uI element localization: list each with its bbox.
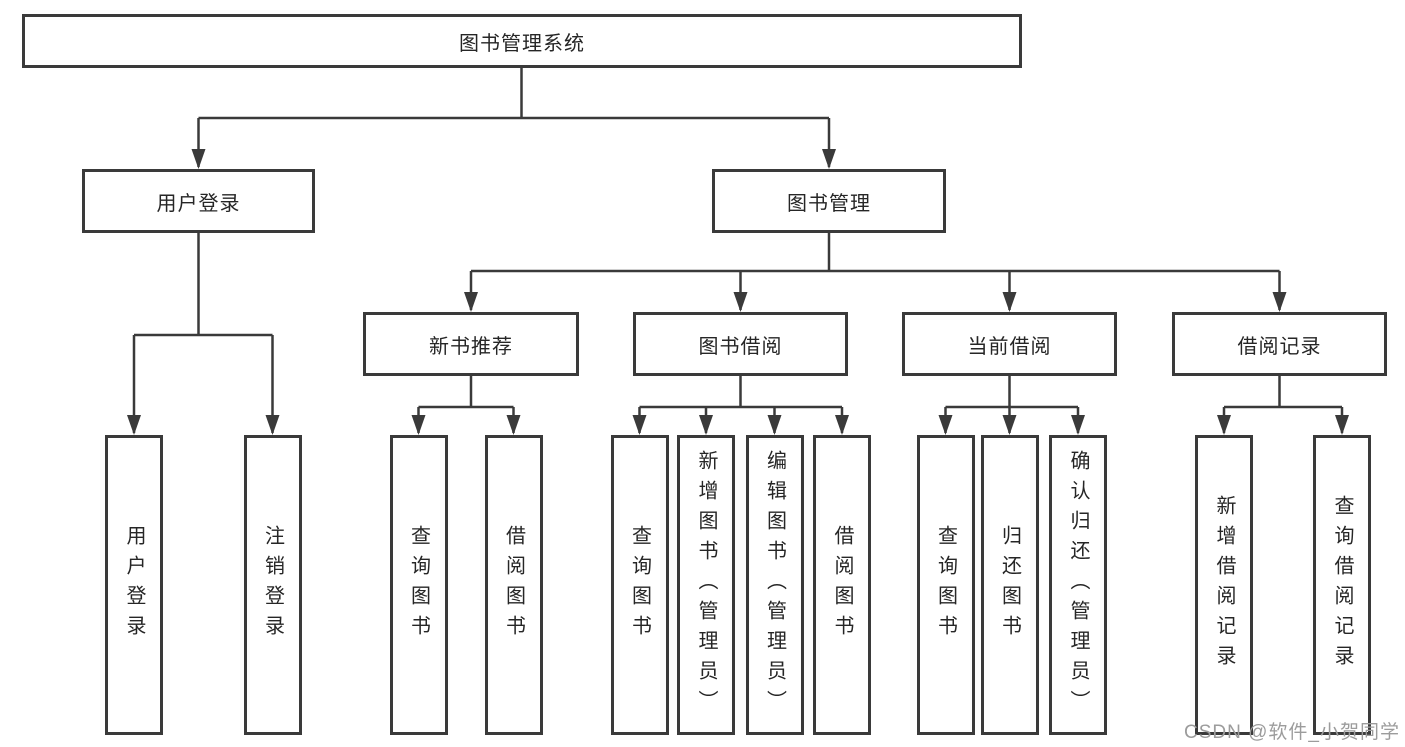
- node-borrow-records-label: 借阅记录: [1237, 335, 1322, 358]
- watermark: CSDN @软件_小贺同学: [1184, 722, 1400, 743]
- leaf-borrow-borrow-books-label: 借阅图书: [831, 525, 853, 645]
- leaf-user-login-label: 用户登录: [123, 525, 145, 645]
- node-user-login-label: 用户登录: [156, 192, 241, 215]
- node-new-book-recommend: 新书推荐: [363, 312, 579, 376]
- node-current-borrow-label: 当前借阅: [967, 335, 1052, 358]
- connector-root-trunk: [198, 68, 829, 120]
- connector-book-mgmt-trunk: [471, 233, 1280, 273]
- leaf-borrow-add-books-admin-label: 新增图书（管理员）: [695, 450, 717, 720]
- leaf-logout-label: 注销登录: [261, 525, 284, 645]
- node-root: 图书管理系统: [22, 14, 1022, 68]
- connector-records-trunk: [1224, 376, 1342, 409]
- leaf-current-confirm-return-admin-label: 确认归还（管理员）: [1067, 450, 1089, 720]
- leaf-borrow-query-books: 查询图书: [610, 435, 669, 735]
- node-user-login: 用户登录: [82, 169, 315, 233]
- leaf-user-login: 用户登录: [105, 435, 163, 735]
- leaf-current-confirm-return-admin: 确认归还（管理员）: [1049, 435, 1107, 735]
- node-new-book-recommend-label: 新书推荐: [429, 335, 513, 358]
- node-root-label: 图书管理系统: [459, 32, 585, 55]
- leaf-recommend-query-books-label: 查询图书: [407, 525, 430, 645]
- node-borrow-records: 借阅记录: [1172, 312, 1387, 376]
- connector-book-borrow-trunk: [639, 376, 842, 409]
- leaf-borrow-add-books-admin: 新增图书（管理员）: [677, 435, 735, 735]
- leaf-records-add-record-label: 新增借阅记录: [1213, 495, 1235, 675]
- connector-user-login-trunk: [134, 233, 273, 337]
- leaf-borrow-borrow-books: 借阅图书: [813, 435, 871, 735]
- node-book-mgmt-label: 图书管理: [787, 192, 871, 215]
- connector-current-borrow-trunk: [945, 376, 1078, 409]
- leaf-current-query-books-label: 查询图书: [934, 525, 957, 645]
- leaf-records-query-record-label: 查询借阅记录: [1331, 495, 1353, 675]
- leaf-current-return-books: 归还图书: [980, 435, 1039, 735]
- node-current-borrow: 当前借阅: [902, 312, 1117, 376]
- leaf-current-query-books: 查询图书: [916, 435, 975, 735]
- leaf-borrow-edit-books-admin-label: 编辑图书（管理员）: [763, 450, 786, 720]
- leaf-recommend-query-books: 查询图书: [389, 435, 448, 735]
- node-book-mgmt: 图书管理: [712, 169, 946, 233]
- leaf-borrow-edit-books-admin: 编辑图书（管理员）: [745, 435, 804, 735]
- node-book-borrow-label: 图书借阅: [698, 335, 783, 358]
- connector-new-book-trunk: [418, 376, 514, 409]
- leaf-current-return-books-label: 归还图书: [998, 525, 1021, 645]
- leaf-recommend-borrow-books-label: 借阅图书: [502, 525, 525, 645]
- leaf-logout: 注销登录: [243, 435, 302, 735]
- node-book-borrow: 图书借阅: [633, 312, 848, 376]
- leaf-recommend-borrow-books: 借阅图书: [484, 435, 543, 735]
- leaf-borrow-query-books-label: 查询图书: [628, 525, 651, 645]
- leaf-records-add-record: 新增借阅记录: [1195, 435, 1253, 735]
- leaf-records-query-record: 查询借阅记录: [1313, 435, 1371, 735]
